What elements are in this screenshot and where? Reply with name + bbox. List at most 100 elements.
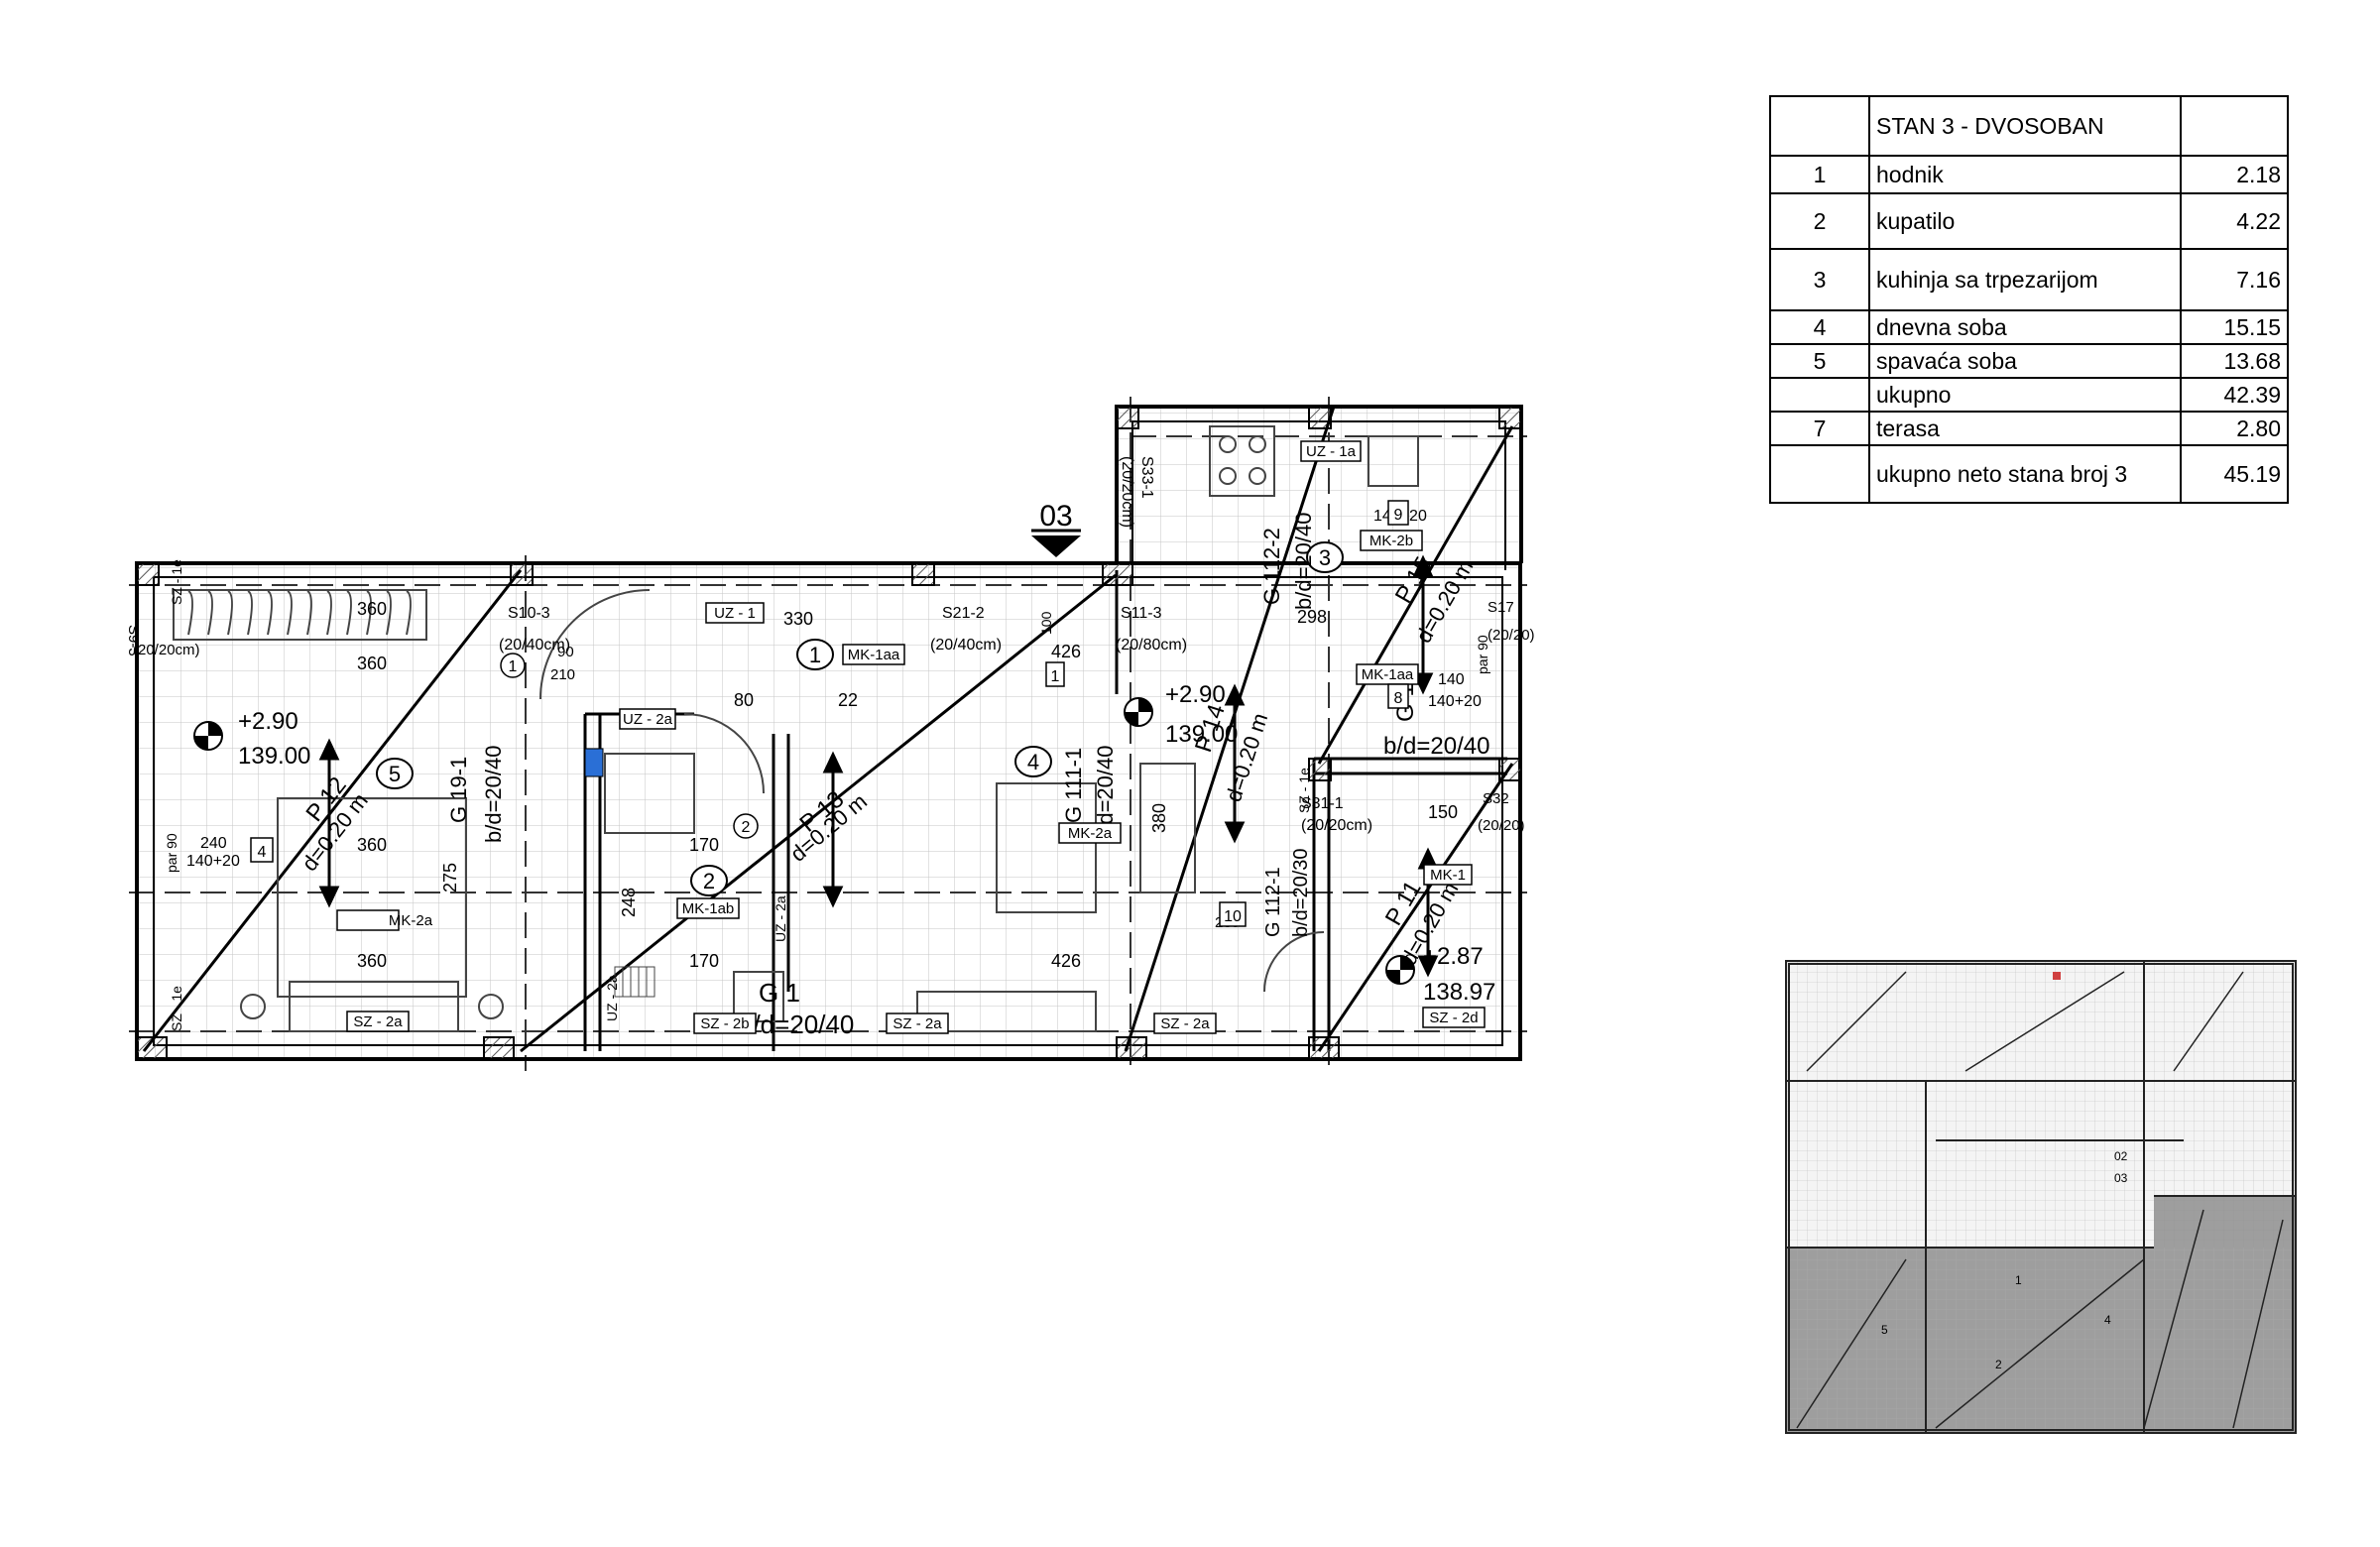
- tag-mk1aa-kitchen: MK-1aa: [1362, 666, 1414, 683]
- mark-2: 2: [742, 819, 751, 836]
- opening-s33-dim: (20/20cm): [1119, 456, 1135, 528]
- schedule-row: 1 hodnik 2.18: [1769, 155, 2289, 194]
- dim-360-wardrobe: 360: [357, 599, 387, 619]
- room-4-number: 4: [1027, 750, 1039, 774]
- tag-sz1e-bottom: SZ - 1e: [169, 986, 184, 1031]
- room-area: 4.22: [2180, 192, 2289, 250]
- tag-mk2b: MK-2b: [1369, 533, 1413, 549]
- beam-g1-size: b/d=20/40: [739, 1010, 854, 1039]
- dim-80: 80: [734, 690, 754, 710]
- key-plan-label-02: 02: [2114, 1149, 2128, 1163]
- room-3-number: 3: [1319, 545, 1331, 570]
- dim-170-bottom: 170: [689, 951, 719, 971]
- opening-s21-label: S21-2: [942, 605, 985, 622]
- mark-10: 10: [1224, 908, 1242, 925]
- room-area: 15.15: [2180, 309, 2289, 345]
- mark-circle-2: [733, 813, 759, 839]
- room-num: [1769, 377, 1870, 413]
- beam-g112-2-label: G 112-2: [1259, 528, 1284, 605]
- room-name: ukupno neto stana broj 3: [1868, 444, 2182, 504]
- dim-298: 298: [1297, 607, 1327, 627]
- beam-g112-2-size: b/d=20/40: [1291, 513, 1316, 610]
- columns: [136, 406, 1522, 1060]
- tag-mk1aa: MK-1aa: [848, 647, 900, 663]
- room-1-number: 1: [809, 643, 821, 667]
- beam-g1-label: G 1: [759, 978, 800, 1008]
- dim-100: 100: [1038, 611, 1054, 635]
- dim-248: 248: [619, 888, 639, 917]
- room-schedule-table: STAN 3 - DVOSOBAN 1 hodnik 2.18 2 kupati…: [1769, 95, 2289, 504]
- dim-380: 380: [1149, 803, 1169, 833]
- room-num: 2: [1769, 192, 1870, 250]
- dim-par90-bedroom: par 90: [164, 833, 179, 873]
- dim-275: 275: [440, 863, 460, 892]
- schedule-row: ukupno 42.39: [1769, 377, 2289, 413]
- key-plan-drawing: 03 02 1 2 4 5: [1787, 962, 2295, 1432]
- key-plan-marker-icon: [2053, 972, 2061, 980]
- room-5-number: 5: [389, 762, 401, 786]
- tag-boxes: [336, 440, 1486, 1034]
- key-plan-label-5: 5: [1881, 1323, 1888, 1337]
- opening-s10-label: S10-3: [508, 605, 550, 622]
- mark-4: 4: [258, 844, 267, 861]
- room-area: 2.80: [2180, 411, 2289, 446]
- beam-g12-size: b/d=20/40: [1383, 733, 1489, 760]
- dim-240: 240: [200, 835, 227, 852]
- dim-140-20-pantry: 140+20: [1428, 693, 1482, 710]
- interior-walls: [583, 570, 1507, 1051]
- room-name: kuhinja sa trpezarijom: [1868, 248, 2182, 311]
- tag-sz2b: SZ - 2b: [700, 1015, 749, 1032]
- room-name: spavaća soba: [1868, 343, 2182, 379]
- tag-uz1: UZ - 1: [714, 605, 756, 622]
- dim-360-top: 360: [357, 654, 387, 673]
- room-2-number: 2: [703, 869, 715, 893]
- dim-150: 150: [1428, 802, 1458, 822]
- opening-s33-label: S33-1: [1138, 456, 1155, 499]
- mark-1-window: 1: [1051, 668, 1060, 685]
- beam-g112-1-size: b/d=20/30: [1290, 848, 1312, 937]
- tag-mk2a-living: MK-2a: [1068, 825, 1113, 842]
- level-marker-mid: [1124, 697, 1153, 727]
- tag-uz2a-bath: UZ - 2a: [773, 895, 788, 942]
- dim-330: 330: [783, 609, 813, 629]
- tag-sz2a-living: SZ - 2a: [892, 1015, 942, 1032]
- room-area: 42.39: [2180, 377, 2289, 413]
- room-num: 3: [1769, 248, 1870, 311]
- tag-sz1e-top: SZ - 1e: [169, 559, 184, 605]
- room-area: 2.18: [2180, 155, 2289, 194]
- mark-1-door: 1: [509, 658, 518, 675]
- tag-uz2a-bath-2: UZ - 2a: [604, 975, 620, 1021]
- room-name: kupatilo: [1868, 192, 2182, 250]
- mark-boxes: [250, 500, 1409, 927]
- mark-circle-1: [500, 653, 526, 678]
- opening-s17-label: S17: [1488, 599, 1514, 616]
- shower-grate: [614, 966, 655, 998]
- tag-uz1a: UZ - 1a: [1306, 443, 1357, 460]
- section-marker: [1031, 529, 1081, 557]
- dim-22: 22: [838, 690, 858, 710]
- tag-sz2a-kitchen: SZ - 2a: [1160, 1015, 1210, 1032]
- level-terrace-abs: 138.97: [1423, 979, 1495, 1006]
- section-label: 03: [1039, 500, 1072, 533]
- tag-uz2a: UZ - 2a: [623, 711, 673, 728]
- dim-140: 140: [1438, 671, 1465, 688]
- tag-mk2a-bedroom: MK-2a: [389, 912, 433, 929]
- level-marker-left: [193, 721, 223, 751]
- room-name: terasa: [1868, 411, 2182, 446]
- level-left-abs: 139.00: [238, 743, 310, 770]
- level-left-elev: +2.90: [238, 708, 298, 735]
- dim-360-bottom: 360: [357, 951, 387, 971]
- beam-g19-label: G 19-1: [446, 757, 471, 823]
- tag-sz2a-bedroom: SZ - 2a: [353, 1013, 403, 1030]
- ventilation-duct-icon: [584, 748, 604, 777]
- beam-g19-size: b/d=20/40: [481, 746, 506, 843]
- schedule-row: 7 terasa 2.80: [1769, 411, 2289, 446]
- mark-9: 9: [1394, 507, 1403, 524]
- dim-360-mid: 360: [357, 835, 387, 855]
- room-num: 4: [1769, 309, 1870, 345]
- mark-8: 8: [1394, 690, 1403, 707]
- schedule-row: ukupno neto stana broj 3 45.19: [1769, 444, 2289, 504]
- dim-426-bottom: 426: [1051, 951, 1081, 971]
- tag-mk1: MK-1: [1430, 867, 1466, 884]
